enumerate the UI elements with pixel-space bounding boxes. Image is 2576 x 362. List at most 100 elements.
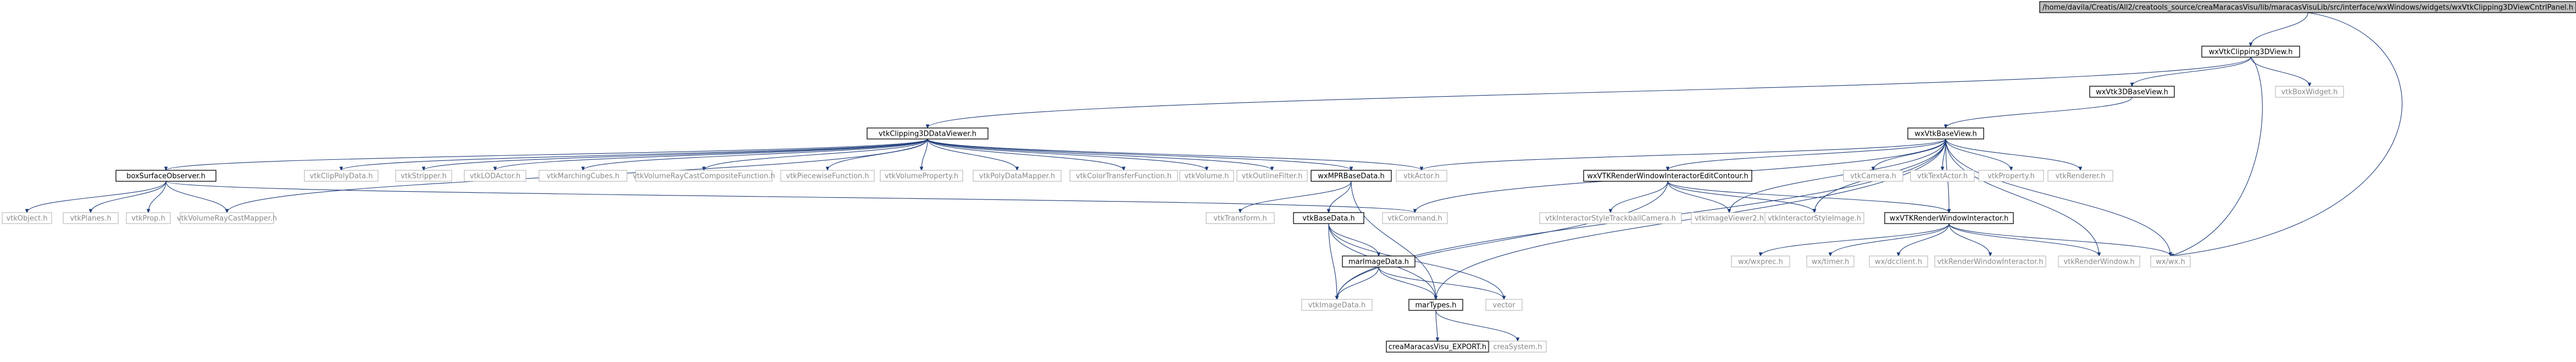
- node-creasystem: creaSystem.h: [1489, 341, 1547, 353]
- node-lodactor: vtkLODActor.h: [464, 170, 526, 182]
- node-marchingcubes: vtkMarchingCubes.h: [538, 170, 628, 182]
- node-label: vtkOutlineFilter.h: [1242, 172, 1303, 181]
- edge-boxsurface-to-command: [165, 181, 1415, 213]
- node-label: vtkRenderer.h: [2056, 172, 2106, 181]
- dependency-edges: [27, 12, 2403, 341]
- node-wxtimer: wx/timer.h: [1806, 255, 1855, 268]
- node-label: vtkObject.h: [6, 215, 47, 223]
- node-wxwx: wx/wx.h: [2150, 255, 2191, 268]
- edge-clip3ddataviewer-to-colortransfer: [927, 138, 1124, 170]
- node-box: [1869, 255, 1928, 268]
- node-vector: vector: [1485, 299, 1523, 311]
- node-label: marImageData.h: [1348, 258, 1409, 266]
- node-exporth[interactable]: creaMaracasVisu_EXPORT.h: [1386, 341, 1489, 353]
- node-wxrwi[interactable]: wxVTKRenderWindowInteractor.h: [1884, 212, 2014, 224]
- edge-root-to-wxwx: [2170, 12, 2403, 256]
- edge-clip3ddataviewer-to-polydatamapper: [927, 138, 1017, 170]
- node-clippolydata: vtkClipPolyData.h: [304, 170, 379, 182]
- edge-clip3ddataviewer-to-lodactor: [495, 138, 928, 170]
- edge-wxrwi-to-wxwx: [1948, 223, 2170, 256]
- edge-vtkbaseview-to-actor: [1422, 138, 1946, 170]
- edge-clip3dview-to-boxwidget: [2250, 57, 2309, 86]
- node-trackballcam: vtkInteractorStyleTrackballCamera.h: [1539, 212, 1682, 224]
- edge-rwiedit-to-imagedata: [1337, 181, 1668, 299]
- edge-boxsurface-to-planes: [91, 181, 166, 213]
- node-actor: vtkActor.h: [1396, 170, 1447, 182]
- node-basedata[interactable]: vtkBaseData.h: [1293, 212, 1364, 224]
- node-box: [1485, 299, 1523, 311]
- node-label: wxMPRBaseData.h: [1318, 172, 1384, 181]
- edge-vtkbaseview-to-renderer: [1945, 138, 2080, 170]
- node-rwinteractor: vtkRenderWindowInteractor.h: [1934, 255, 2046, 268]
- edge-martypes-to-creasystem: [1435, 310, 1518, 341]
- node-planes: vtkPlanes.h: [63, 212, 119, 224]
- edge-basedata-to-marimagedata: [1328, 223, 1379, 256]
- node-clip3dview[interactable]: wxVtkClipping3DView.h: [2201, 46, 2300, 58]
- edge-clip3dview-to-vtk3dbaseview: [2132, 57, 2251, 86]
- node-rwiedit[interactable]: wxVTKRenderWindowInteractorEditContour.h: [1583, 170, 1752, 182]
- node-martypes[interactable]: marTypes.h: [1408, 299, 1463, 311]
- edge-clip3ddataviewer-to-volume: [927, 138, 1207, 170]
- node-label: wxVtkBaseView.h: [1914, 130, 1977, 138]
- edge-vtkbaseview-to-wxwx: [1945, 138, 2170, 256]
- edge-vtkbaseview-to-imageviewer2: [1729, 138, 1946, 213]
- node-stripper: vtkStripper.h: [395, 170, 452, 182]
- node-root[interactable]: /home/davila/Creatis/All2/creatools_sour…: [2039, 1, 2576, 13]
- node-command: vtkCommand.h: [1382, 212, 1448, 224]
- node-box: [973, 170, 1062, 182]
- node-box: [1934, 255, 2046, 268]
- edge-root-to-clip3dview: [2251, 12, 2308, 46]
- node-property: vtkProperty.h: [1978, 170, 2044, 182]
- node-marimagedata[interactable]: marImageData.h: [1342, 255, 1415, 268]
- node-vtkbaseview[interactable]: wxVtkBaseView.h: [1907, 127, 1984, 140]
- node-box: [2039, 1, 2576, 13]
- node-label: /home/davila/Creatis/All2/creatools_sour…: [2042, 4, 2573, 12]
- edge-clip3dview-to-wxwx: [2170, 57, 2263, 256]
- node-wxexprec: wx/wxprec.h: [1731, 255, 1790, 268]
- edge-clip3ddataviewer-to-boxsurface: [166, 138, 928, 170]
- node-label: wxVtkClipping3DView.h: [2209, 48, 2293, 57]
- node-label: vtkActor.h: [1403, 172, 1440, 181]
- node-boxwidget: vtkBoxWidget.h: [2275, 86, 2344, 98]
- node-box: [395, 170, 452, 182]
- edge-marimagedata-to-martypes: [1378, 266, 1436, 299]
- node-label: vtkBoxWidget.h: [2281, 88, 2338, 97]
- node-label: vtkCamera.h: [1850, 172, 1896, 181]
- node-volume: vtkVolume.h: [1179, 170, 1234, 182]
- edge-marimagedata-to-vector: [1378, 266, 1504, 299]
- node-label: marTypes.h: [1415, 302, 1457, 310]
- edge-rwiedit-to-imageviewer2: [1667, 181, 1729, 213]
- node-label: vtkInteractorStyleImage.h: [1768, 215, 1861, 223]
- node-renderwindow: vtkRenderWindow.h: [2058, 255, 2140, 268]
- edge-boxsurface-to-object: [27, 181, 166, 213]
- node-textactor: vtkTextActor.h: [1910, 170, 1975, 182]
- node-box: [1583, 170, 1752, 182]
- edge-clip3ddataviewer-to-outlinefilter: [927, 138, 1272, 170]
- node-imagedata: vtkImageData.h: [1301, 299, 1373, 311]
- node-box: [1236, 170, 1308, 182]
- edge-boxsurface-to-prop: [148, 181, 166, 213]
- node-imageviewer2: vtkImageViewer2.h: [1691, 212, 1768, 224]
- node-box: [115, 170, 216, 182]
- edge-clip3ddataviewer-to-raycastcomposite: [704, 138, 928, 170]
- node-boxsurface[interactable]: boxSurfaceObserver.h: [115, 170, 216, 182]
- node-volumeproperty: vtkVolumeProperty.h: [880, 170, 963, 182]
- node-box: [1342, 255, 1415, 268]
- edge-clip3ddataviewer-to-stripper: [424, 138, 928, 170]
- node-label: vtkLODActor.h: [470, 172, 521, 181]
- node-mprbasedata[interactable]: wxMPRBaseData.h: [1311, 170, 1392, 182]
- node-box: [1293, 212, 1364, 224]
- edge-clip3ddataviewer-to-marchingcubes: [583, 138, 928, 170]
- edge-basedata-to-vector: [1328, 223, 1504, 299]
- node-wxdcclient: wx/dcclient.h: [1869, 255, 1928, 268]
- edge-basedata-to-imagedata: [1328, 223, 1337, 299]
- node-prop: vtkProp.h: [126, 212, 171, 224]
- edge-wxrwi-to-wxdcclient: [1898, 223, 1950, 256]
- node-box: [1978, 170, 2044, 182]
- node-clip3ddataviewer[interactable]: vtkClipping3DDataViewer.h: [867, 127, 989, 140]
- edge-clip3ddataviewer-to-clippolydata: [341, 138, 928, 170]
- edge-vtkbaseview-to-martypes: [1436, 138, 1946, 299]
- node-vtk3dbaseview[interactable]: wxVtk3DBaseView.h: [2089, 86, 2175, 98]
- node-label: wx/timer.h: [1812, 258, 1850, 266]
